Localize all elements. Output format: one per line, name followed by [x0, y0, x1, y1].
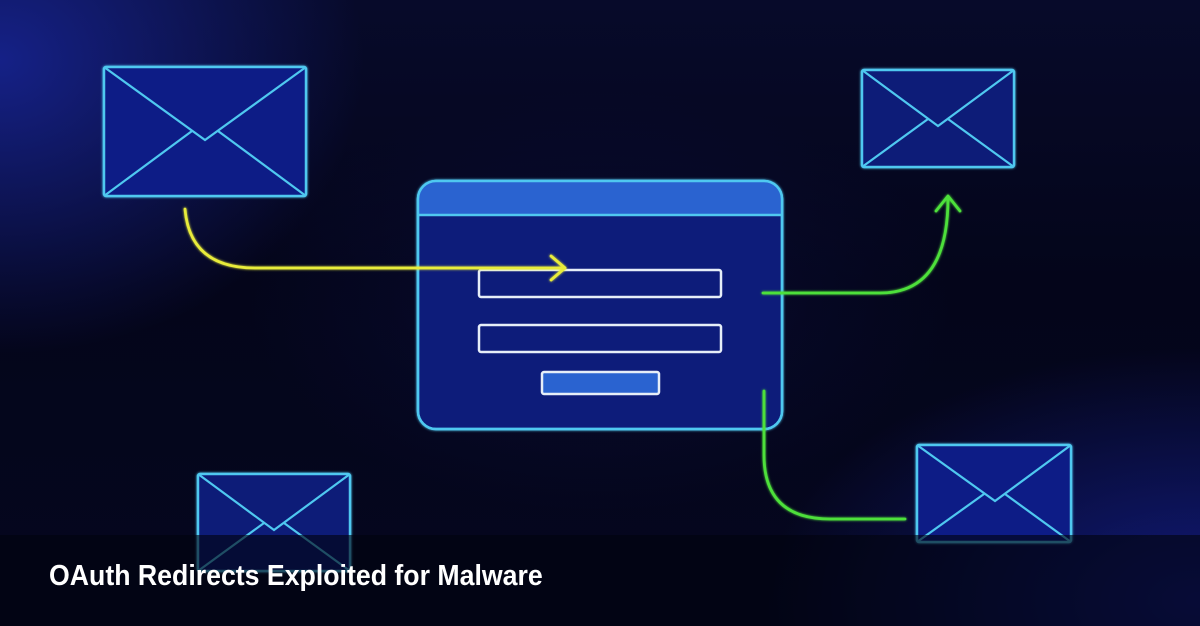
redirect-line-icon: [762, 389, 907, 521]
outgoing-arrow-icon: [761, 194, 962, 295]
envelope-icon: [915, 443, 1073, 544]
envelope-icon: [102, 65, 308, 198]
login-window-illustration: [416, 179, 784, 431]
username-field-illustration: [477, 268, 723, 299]
envelope-icon: [860, 68, 1016, 169]
submit-button-illustration: [540, 370, 661, 396]
incoming-arrow-icon: [183, 207, 567, 282]
password-field-illustration: [477, 323, 723, 354]
article-title: OAuth Redirects Exploited for Malware: [49, 560, 543, 592]
caption-band: [0, 535, 1200, 626]
